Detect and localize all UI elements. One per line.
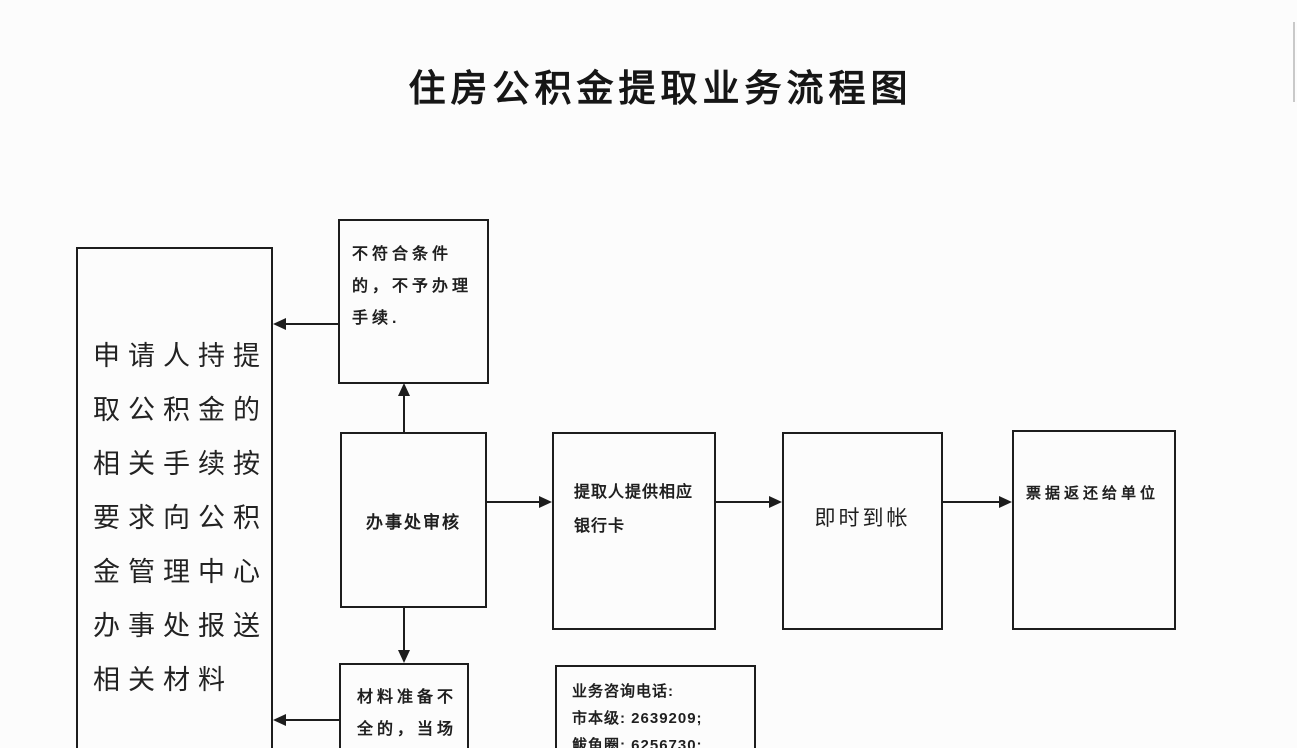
node-office-review: 办事处审核 [340,432,487,608]
node-return-receipts: 票据返还给单位 [1012,430,1176,630]
node-reject-text: 不符合条件 的，不予办理 手续. [352,246,473,327]
node-applicant-materials: 申请人持提 取公积金的 相关手续按 要求向公积 金管理中心 办事处报送 相关材料 [76,247,273,748]
node-reject-not-eligible: 不符合条件 的，不予办理 手续. [338,219,489,384]
node-incomplete-materials: 材料准备不 全的，当场 告知补齐材 [339,663,469,748]
node-instant-credit-text: 即时到帐 [814,507,911,530]
node-incomplete-materials-text: 材料准备不 全的，当场 告知补齐材 [357,689,458,738]
node-office-review-text: 办事处审核 [366,512,461,532]
node-hotline-info-text: 业务咨询电话: 市本级: 2639209; 鲅鱼圈: 6256730; [572,683,703,748]
node-instant-credit: 即时到帐 [782,432,943,630]
node-provide-bankcard-text: 提取人提供相应 银行卡 [574,484,694,535]
node-hotline-info: 业务咨询电话: 市本级: 2639209; 鲅鱼圈: 6256730; [555,665,756,748]
node-provide-bankcard: 提取人提供相应 银行卡 [552,432,716,630]
node-applicant-materials-text: 申请人持提 取公积金的 相关手续按 要求向公积 金管理中心 办事处报送 相关材料 [93,341,268,695]
page-title: 住房公积金提取业务流程图 [408,68,913,109]
node-return-receipts-text: 票据返还给单位 [1026,485,1160,502]
scan-edge-artifact [1293,22,1295,102]
